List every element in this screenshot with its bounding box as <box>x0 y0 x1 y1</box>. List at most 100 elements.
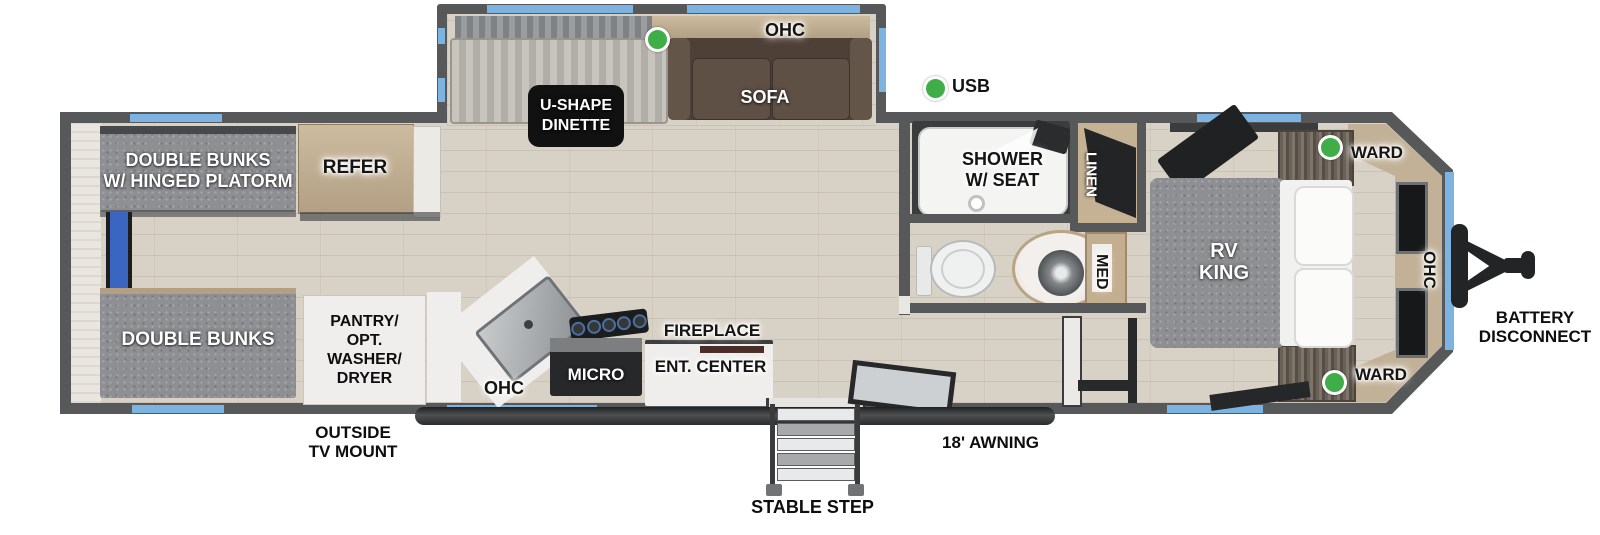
microwave-top <box>550 338 642 352</box>
bunk-top-edge <box>100 126 296 134</box>
sofa-armrest-left <box>668 38 690 120</box>
med-cabinet-face <box>1092 244 1112 292</box>
step-rung <box>777 468 855 481</box>
front-window-frame <box>1396 182 1428 254</box>
rear-wall-panel <box>71 123 101 403</box>
pantry-label-line1: PANTRY/ <box>330 313 399 330</box>
shower-label-line1: SHOWER <box>962 149 1043 169</box>
hitch-bumper <box>1451 224 1468 308</box>
linen-wall-bottom <box>1070 223 1146 232</box>
window <box>1197 114 1301 122</box>
outside-tv-label-line2: TV MOUNT <box>308 442 398 461</box>
linen-wall <box>1070 123 1078 225</box>
dinette-label-chip: U-SHAPE DINETTE <box>528 85 624 147</box>
front-window-frame <box>1396 288 1428 358</box>
awning-label: 18' AWNING <box>942 433 1039 452</box>
pantry-label-line4: DRYER <box>336 370 393 387</box>
step-rail <box>770 404 775 488</box>
step-foot <box>766 484 782 496</box>
usb-indicator-dot <box>1318 135 1343 160</box>
double-bunks-bottom <box>100 288 296 398</box>
step-rail <box>855 404 860 488</box>
refer-label: REFER <box>322 157 388 178</box>
bunk-top-label-line1: DOUBLE BUNKS <box>125 150 271 170</box>
refrigerator <box>298 124 414 214</box>
front-window <box>1445 172 1454 350</box>
refer-side-panel <box>413 126 441 218</box>
kitchen-ohc-label: OHC <box>484 377 524 398</box>
slideout-ohc-label: OHC <box>765 19 805 40</box>
med-label: MED <box>1093 254 1110 290</box>
battery-disconnect-label-line1: BATTERY <box>1495 308 1575 327</box>
wardrobe-top <box>1278 130 1354 186</box>
window <box>132 405 224 413</box>
window <box>438 78 445 102</box>
usb-indicator-dot <box>645 27 670 52</box>
bunk-bottom-label: DOUBLE BUNKS <box>121 329 275 350</box>
pantry-cabinet: PANTRY/ OPT. WASHER/ DRYER <box>303 295 426 405</box>
bed-pillow <box>1294 268 1354 348</box>
bed-label-line2: KING <box>1199 262 1249 284</box>
bed-pillow <box>1294 186 1354 266</box>
refer-shadow <box>300 212 440 221</box>
bedroom-door-panel <box>1128 318 1137 403</box>
sink-faucet <box>524 320 533 329</box>
bunk-shadow <box>100 210 296 217</box>
sofa-cushion-left <box>692 58 771 120</box>
rv-king-bed <box>1150 178 1285 348</box>
dinette-label-line1: U-SHAPE <box>539 97 612 114</box>
fireplace-label: FIREPLACE <box>663 321 761 340</box>
step-rung <box>777 408 855 421</box>
bunk-bottom-edge <box>100 288 296 294</box>
window <box>438 28 445 44</box>
window <box>687 5 860 13</box>
toilet-seat <box>941 249 985 289</box>
usb-label: USB <box>952 75 991 96</box>
ent-center-label: ENT. CENTER <box>654 357 767 376</box>
window <box>487 5 633 13</box>
shower-label-line2: W/ SEAT <box>965 170 1040 190</box>
pantry-label-line2: OPT. <box>346 332 383 349</box>
bunk-top-label-line2: W/ HINGED PLATORM <box>103 171 293 191</box>
bath-wall-left <box>899 123 910 315</box>
entry-wall-stub <box>1062 316 1082 407</box>
bath-wall-mid <box>910 214 1070 223</box>
step-rung <box>777 423 855 436</box>
battery-disconnect-label-line2: DISCONNECT <box>1478 327 1592 346</box>
shower-drain <box>968 195 985 212</box>
awning-tube <box>415 407 1055 425</box>
bath-wall-bottom <box>910 303 1146 313</box>
step-rung <box>777 438 855 451</box>
bedroom-ohc-label: OHC <box>1420 251 1439 289</box>
step-rung <box>777 453 855 466</box>
bunk-ladder-rail <box>128 212 132 292</box>
dinette-label-line2: DINETTE <box>541 117 611 134</box>
ward-bottom-label: WARD <box>1355 365 1407 384</box>
outside-tv-label-line1: OUTSIDE <box>315 423 391 442</box>
dinette-window-blind <box>455 16 652 38</box>
fireplace-insert <box>700 346 764 353</box>
usb-indicator-dot <box>1322 370 1347 395</box>
bunk-ladder <box>110 212 128 292</box>
double-bunks-top <box>100 126 296 212</box>
hitch-coupler <box>1521 251 1535 279</box>
bedroom-door-panel <box>1078 380 1137 391</box>
hitch-a-frame <box>1465 240 1509 292</box>
sofa-overhead-cabinet <box>652 16 870 38</box>
window <box>130 114 222 122</box>
window <box>879 28 886 92</box>
stable-step-label: STABLE STEP <box>751 496 874 517</box>
sofa-cushion-right <box>772 58 850 120</box>
bedroom-wall <box>1137 123 1146 232</box>
ward-top-label: WARD <box>1351 143 1403 162</box>
bunk-ladder-rail <box>106 212 110 292</box>
bath-wall-cap <box>899 296 910 314</box>
vanity-sink <box>1038 250 1084 296</box>
sofa-armrest-right <box>850 38 872 120</box>
bed-label-line1: RV <box>1210 240 1238 262</box>
linen-label: LINEN <box>1082 151 1100 197</box>
step-foot <box>848 484 864 496</box>
usb-indicator-dot <box>923 76 948 101</box>
pantry-label-line3: WASHER/ <box>327 351 402 368</box>
